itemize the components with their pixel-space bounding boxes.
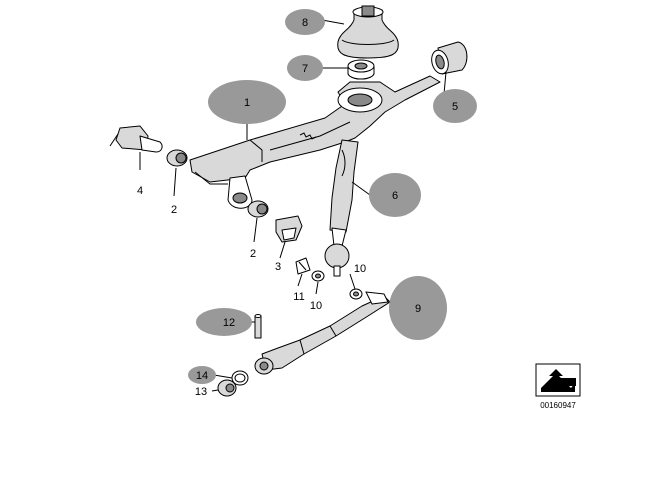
- part-3-clip: [275, 215, 303, 243]
- part-13-bushing: [217, 379, 237, 397]
- callout-5: 5: [433, 89, 477, 123]
- diagram-stamp: 00160947: [535, 363, 581, 410]
- part-5-sleeve: [431, 41, 468, 75]
- part-6-shift-lever: [324, 139, 359, 277]
- part-10-washer-left: [311, 270, 325, 282]
- label-13: 13: [195, 386, 207, 398]
- callout-1: 1: [208, 80, 286, 124]
- svg-text:6: 6: [392, 190, 398, 202]
- part-10-washer-right: [349, 288, 363, 300]
- callout-8: 8: [285, 9, 325, 35]
- diagram-code: 00160947: [540, 401, 576, 410]
- label-10-left: 10: [310, 300, 322, 312]
- part-1-shift-carrier: [189, 75, 441, 209]
- svg-text:8: 8: [302, 17, 308, 29]
- part-4-bracket: [109, 125, 163, 153]
- label-3: 3: [275, 261, 281, 273]
- label-2-lower: 2: [250, 248, 256, 260]
- label-4: 4: [137, 185, 143, 197]
- part-7-bushing: [347, 59, 375, 80]
- rod-joint: [254, 357, 274, 375]
- callout-6: 6: [369, 173, 421, 217]
- part-2-bushing-lower: [247, 200, 269, 218]
- label-2-upper: 2: [171, 204, 177, 216]
- part-9-shift-rod: [261, 291, 391, 371]
- part-8-shift-boot: [337, 5, 399, 59]
- part-11-clip: [295, 257, 311, 275]
- callout-9: 9: [389, 276, 447, 340]
- svg-text:12: 12: [223, 317, 235, 329]
- svg-text:9: 9: [415, 303, 421, 315]
- svg-text:5: 5: [452, 101, 458, 113]
- part-12-pin: [254, 314, 262, 339]
- part-2-bushing-upper: [166, 149, 188, 167]
- label-10-right: 10: [354, 263, 366, 275]
- callout-7: 7: [287, 55, 323, 81]
- label-11: 11: [293, 291, 304, 303]
- svg-text:14: 14: [196, 370, 208, 382]
- callout-14: 14: [188, 366, 216, 384]
- svg-text:7: 7: [302, 63, 308, 75]
- svg-text:1: 1: [244, 97, 250, 109]
- callout-12: 12: [196, 308, 252, 336]
